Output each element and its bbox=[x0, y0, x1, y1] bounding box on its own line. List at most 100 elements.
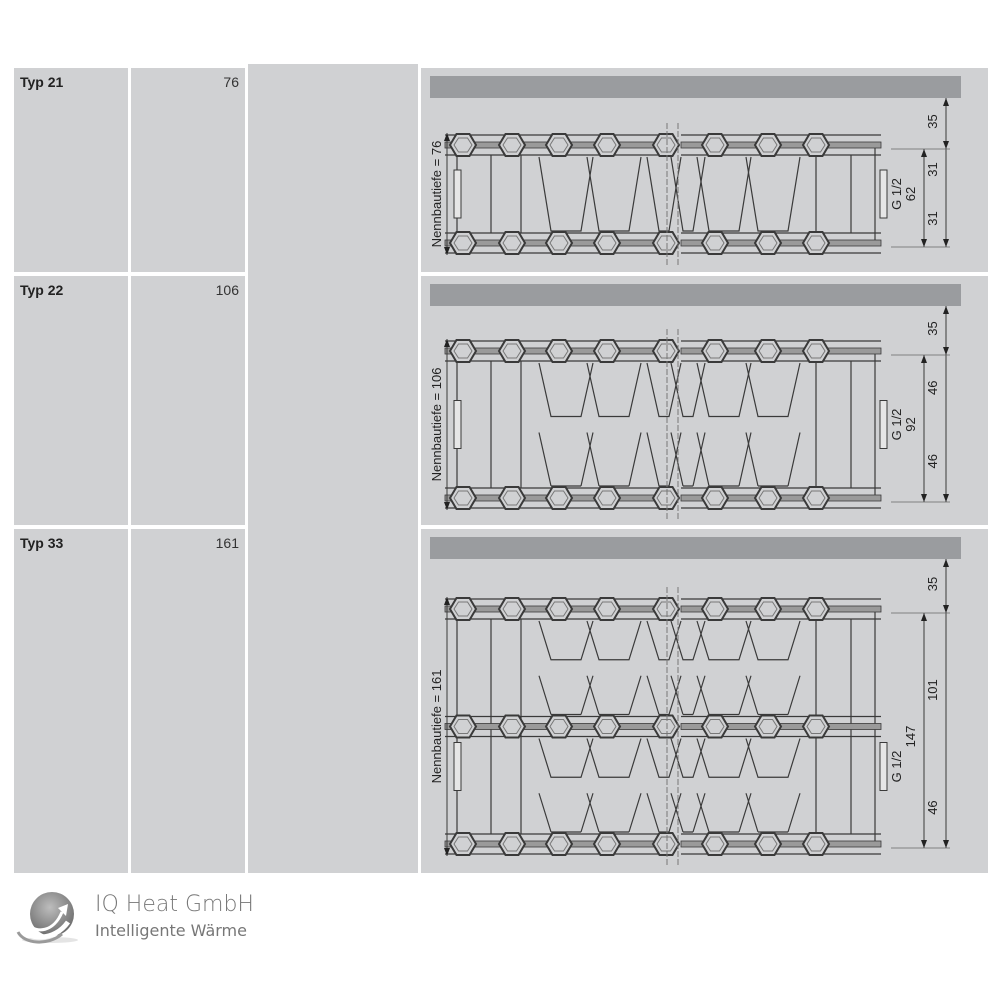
type-cell-33: Typ 33 bbox=[14, 529, 128, 873]
type-label: Typ 21 bbox=[20, 74, 64, 90]
hexagon-inner bbox=[502, 343, 522, 359]
convector-fin bbox=[538, 793, 594, 833]
dimension-arrow bbox=[943, 98, 949, 106]
hexagon-inner bbox=[549, 601, 569, 617]
hexagon-inner bbox=[758, 836, 778, 852]
convector-fin bbox=[670, 432, 706, 487]
dimension-arrow bbox=[921, 613, 927, 621]
convector-fin bbox=[745, 738, 801, 778]
hexagon-inner bbox=[597, 836, 617, 852]
convector-fin bbox=[538, 620, 594, 661]
type-cell-21: Typ 21 bbox=[14, 68, 128, 272]
hexagon-inner bbox=[453, 343, 473, 359]
convector-fin bbox=[670, 156, 706, 232]
hexagon-inner bbox=[758, 601, 778, 617]
top-gap-label: 35 bbox=[925, 321, 940, 335]
convector-fin bbox=[586, 620, 642, 661]
hexagon-inner bbox=[806, 490, 826, 506]
segment-label: 46 bbox=[925, 454, 940, 468]
convector-fin bbox=[538, 738, 594, 778]
convector-fin bbox=[586, 156, 642, 232]
convector-fin bbox=[586, 793, 642, 833]
depth-value: 106 bbox=[215, 282, 239, 298]
hexagon-tube bbox=[801, 597, 831, 621]
hexagon-tube bbox=[801, 486, 831, 510]
hexagon-tube bbox=[753, 486, 783, 510]
hexagon-tube bbox=[753, 339, 783, 363]
connection-right bbox=[879, 169, 888, 219]
dimension-arrow bbox=[921, 840, 927, 848]
hexagon-tube bbox=[544, 714, 574, 739]
total-height-label: 92 bbox=[903, 417, 918, 431]
hexagon-tube bbox=[700, 597, 730, 621]
dimension-arrow bbox=[921, 355, 927, 363]
segment-label: 31 bbox=[925, 211, 940, 225]
hexagon-inner bbox=[656, 836, 676, 852]
hexagon-tube bbox=[700, 714, 730, 739]
depth-cell-22: 106 bbox=[131, 276, 245, 525]
type-label: Typ 33 bbox=[20, 535, 64, 551]
hexagon-inner bbox=[549, 490, 569, 506]
dimension-arrow bbox=[943, 559, 949, 567]
dimension-arrow bbox=[444, 339, 450, 347]
convector-fin bbox=[670, 738, 706, 778]
hexagon-tube bbox=[651, 597, 681, 621]
convector-fin bbox=[538, 675, 594, 716]
hexagon-tube bbox=[497, 486, 527, 510]
hexagon-inner bbox=[656, 235, 676, 251]
hexagon-inner bbox=[656, 343, 676, 359]
convector-fin bbox=[670, 793, 706, 833]
connection-size-label: G 1/2 bbox=[889, 409, 904, 441]
dimension-arrow bbox=[943, 239, 949, 247]
hexagon-tube bbox=[592, 832, 622, 856]
convector-fin bbox=[696, 432, 752, 487]
dimension-arrow bbox=[943, 141, 949, 149]
dimension-arrow bbox=[943, 605, 949, 613]
hexagon-tube bbox=[497, 339, 527, 363]
hexagon-tube bbox=[753, 597, 783, 621]
convector-fin bbox=[696, 738, 752, 778]
hexagon-inner bbox=[502, 490, 522, 506]
hexagon-inner bbox=[758, 719, 778, 734]
hexagon-inner bbox=[453, 137, 473, 153]
hexagon-tube bbox=[592, 714, 622, 739]
hexagon-tube bbox=[497, 714, 527, 739]
hexagon-inner bbox=[597, 719, 617, 734]
convector-fin bbox=[646, 432, 682, 487]
hexagon-tube bbox=[544, 832, 574, 856]
connection-size-label: G 1/2 bbox=[889, 751, 904, 783]
convector-fin bbox=[670, 675, 706, 716]
hexagon-tube bbox=[497, 231, 527, 255]
swirl-globe-icon bbox=[16, 892, 78, 944]
hexagon-inner bbox=[597, 490, 617, 506]
hexagon-inner bbox=[806, 343, 826, 359]
hexagon-inner bbox=[705, 343, 725, 359]
hexagon-tube bbox=[651, 486, 681, 510]
hexagon-inner bbox=[453, 490, 473, 506]
hexagon-inner bbox=[705, 490, 725, 506]
hexagon-tube bbox=[544, 339, 574, 363]
dimension-arrow bbox=[943, 840, 949, 848]
segment-label: 46 bbox=[925, 800, 940, 814]
hexagon-tube bbox=[753, 133, 783, 157]
dimension-arrow bbox=[444, 502, 450, 510]
total-height-label: 62 bbox=[903, 187, 918, 201]
convector-fin bbox=[586, 362, 642, 418]
dimension-arrow bbox=[943, 494, 949, 502]
dimension-arrow bbox=[444, 247, 450, 255]
hexagon-inner bbox=[453, 601, 473, 617]
hexagon-inner bbox=[549, 343, 569, 359]
convector-fin bbox=[538, 432, 594, 487]
dimension-arrow bbox=[921, 149, 927, 157]
convector-fin bbox=[538, 362, 594, 418]
hexagon-tube bbox=[592, 486, 622, 510]
hexagon-inner bbox=[806, 836, 826, 852]
convector-fin bbox=[646, 156, 682, 232]
hexagon-tube bbox=[700, 832, 730, 856]
hexagon-tube bbox=[544, 486, 574, 510]
hexagon-inner bbox=[656, 137, 676, 153]
top-gap-label: 35 bbox=[925, 577, 940, 591]
hexagon-tube bbox=[544, 231, 574, 255]
hexagon-inner bbox=[705, 235, 725, 251]
company-tagline: Intelligente Wärme bbox=[95, 921, 247, 940]
